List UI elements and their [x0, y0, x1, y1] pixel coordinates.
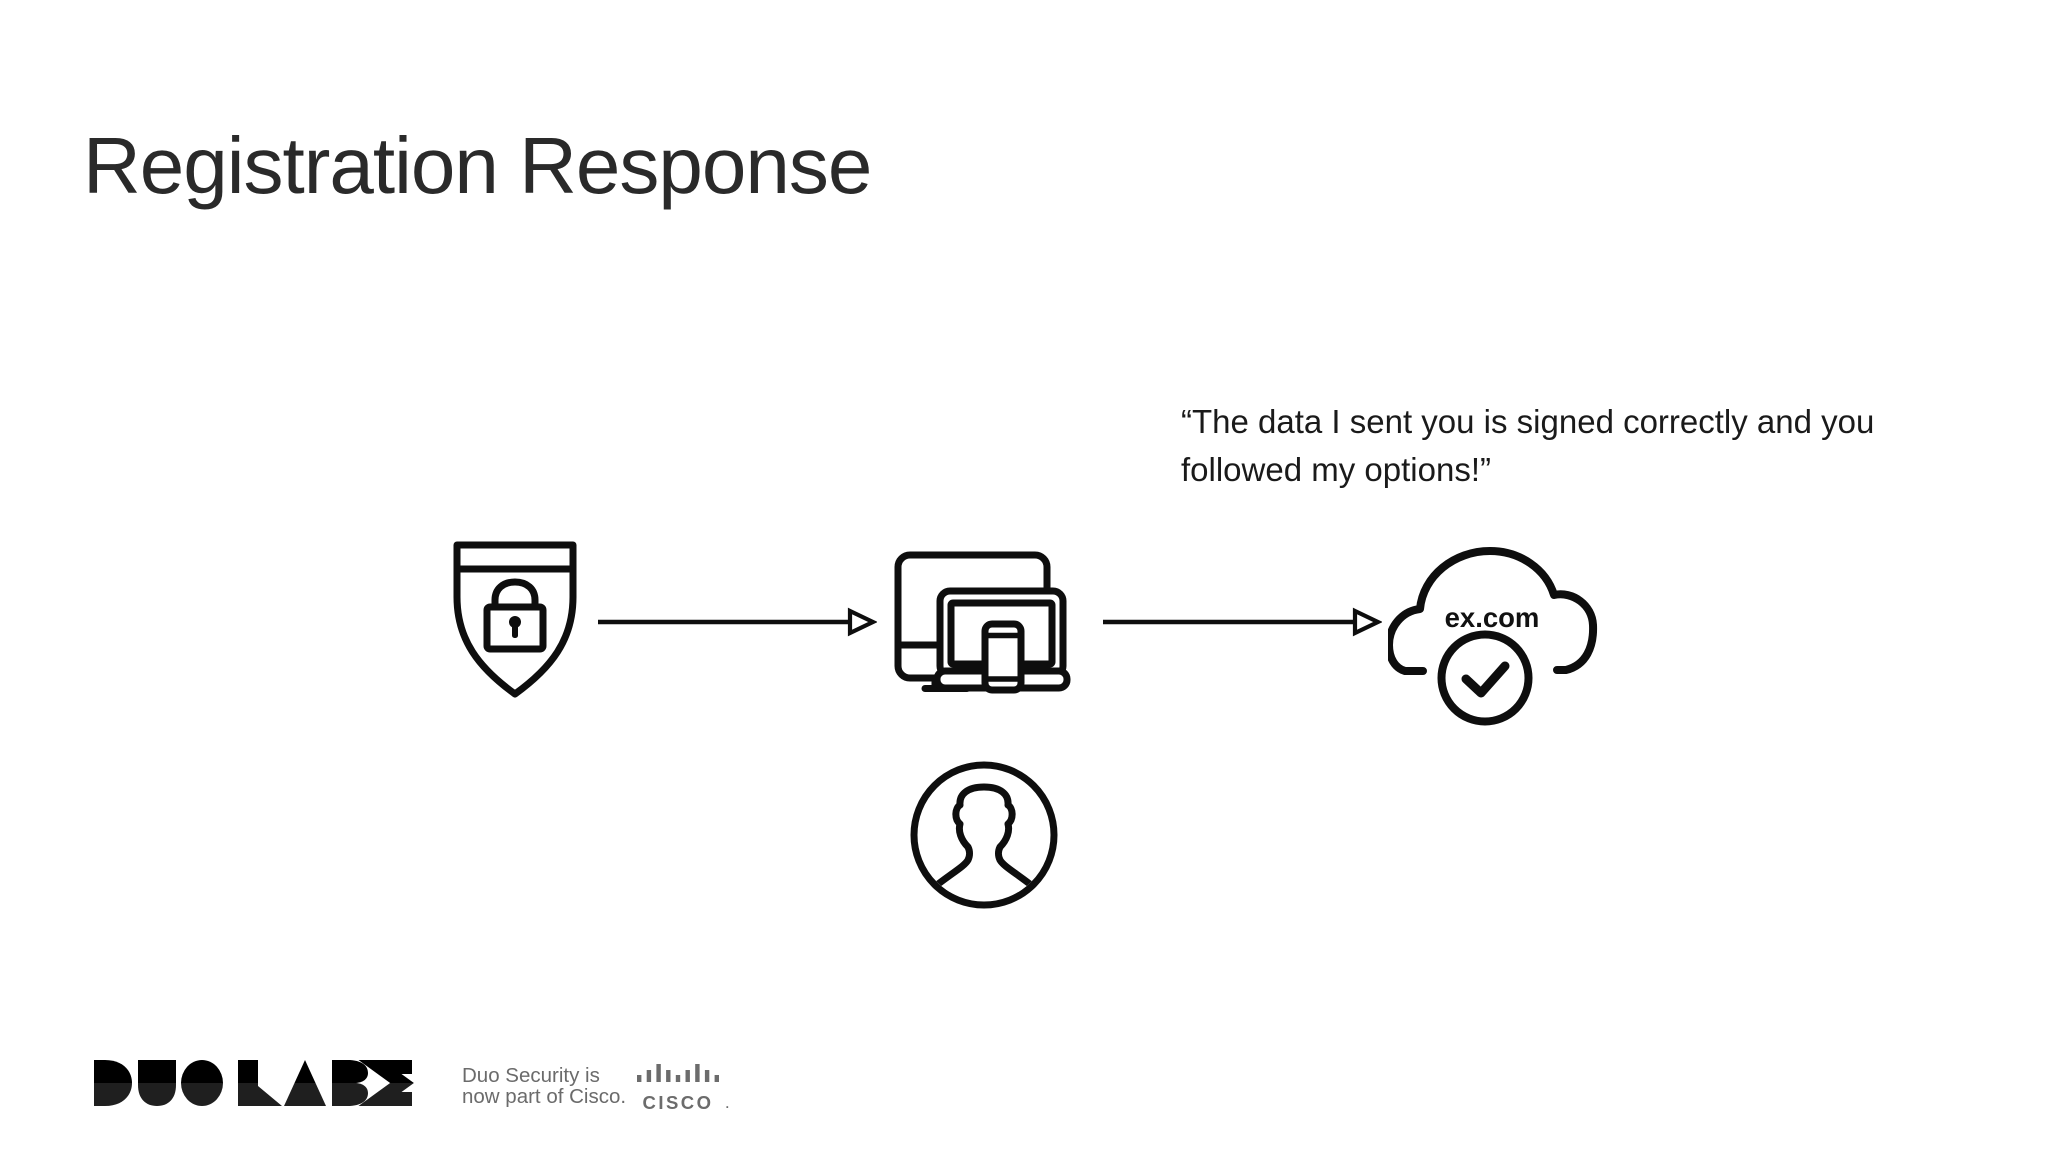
cisco-logo: CISCO . [635, 1064, 729, 1113]
devices-icon [893, 548, 1073, 696]
arrow-right-icon [596, 604, 877, 640]
duo-labs-logo: DUO LABS [92, 1058, 423, 1108]
cloud-label: ex.com [1445, 602, 1540, 633]
quote-line-2: followed my options!” [1181, 450, 1491, 488]
quote-line-1: “The data I sent you is signed correctly… [1181, 403, 1875, 440]
cisco-trademark-dot: . [725, 1096, 729, 1111]
person-icon [906, 760, 1062, 912]
cloud-check-icon: ex.com [1388, 538, 1598, 734]
page-title: Registration Response [83, 121, 872, 210]
tagline-line-2: now part of Cisco. [462, 1084, 627, 1108]
cisco-wordmark: CISCO [642, 1092, 714, 1113]
duo-cisco-tagline: Duo Security is now part of Cisco. [462, 1064, 627, 1108]
arrow-right-icon [1101, 604, 1382, 640]
quote-text: “The data I sent you is signed correctly… [1181, 398, 2041, 493]
shield-lock-icon [452, 541, 578, 699]
tagline-line-1: Duo Security is [462, 1064, 600, 1087]
cisco-bars-icon [637, 1064, 719, 1082]
